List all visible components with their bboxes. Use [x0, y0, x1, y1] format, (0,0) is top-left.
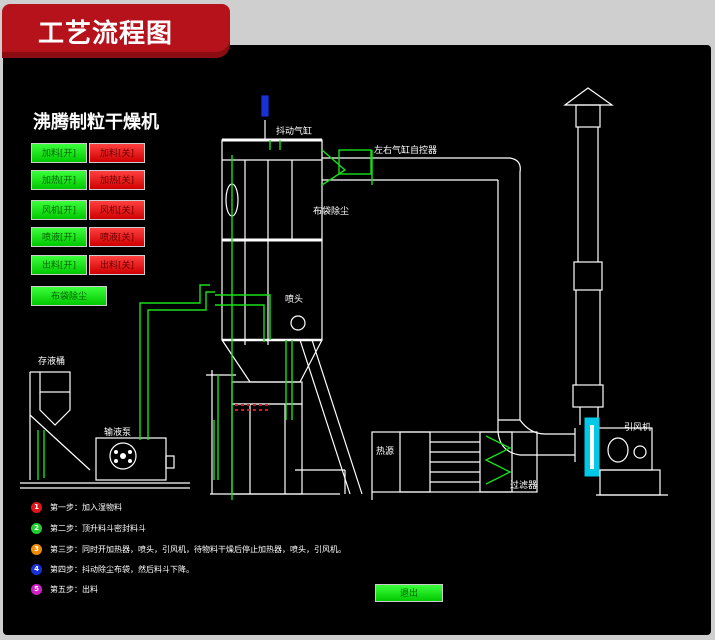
heater-label: 热源	[376, 447, 395, 457]
liquid-tank	[29, 371, 91, 480]
heater	[371, 431, 538, 500]
step-2-number: 2	[31, 523, 42, 534]
step-1: 1 第一步：加入湿物料	[31, 502, 122, 513]
step-5: 5 第五步：出料	[31, 584, 98, 595]
filter-label: 过滤器	[510, 481, 538, 491]
step-3-number: 3	[31, 544, 42, 555]
nozzle-label: 喷头	[285, 295, 304, 305]
lr-cylinder-label: 左右气缸自控器	[374, 146, 438, 156]
step-4: 4 第四步：抖动除尘布袋，然后料斗下降。	[31, 564, 231, 575]
liquid-pump	[20, 437, 190, 489]
step-1-text: 第一步：加入湿物料	[50, 503, 122, 512]
fan-label: 引风机	[624, 423, 652, 433]
machine-title: 沸腾制粒干燥机	[33, 112, 159, 133]
step-3-text: 第三步：同时开加热器，喷头，引风机，待物料干燥后停止加热器，喷头，引风机。	[50, 545, 346, 554]
step-5-text: 第五步：出料	[50, 585, 98, 594]
spray-on-button[interactable]: 喷液[开]	[31, 227, 87, 247]
page-title: 工艺流程图	[38, 19, 174, 49]
fan-off-button[interactable]: 风机[关]	[89, 200, 145, 220]
heat-on-button[interactable]: 加热[开]	[31, 170, 87, 190]
step-3: 3 第三步：同时开加热器，喷头，引风机，待物料干燥后停止加热器，喷头，引风机。	[31, 544, 381, 555]
feed-off-button[interactable]: 加料[关]	[89, 143, 145, 163]
exit-button[interactable]: 退出	[375, 584, 443, 602]
step-4-text: 第四步：抖动除尘布袋，然后料斗下降。	[50, 565, 194, 574]
step-4-number: 4	[31, 564, 42, 575]
title-tab: 工艺流程图	[2, 4, 230, 58]
fan-on-button[interactable]: 风机[开]	[31, 200, 87, 220]
step-2-text: 第二步：顶升料斗密封料斗	[50, 524, 146, 533]
bag-dust-label: 布袋除尘	[313, 207, 350, 217]
discharge-on-button[interactable]: 出料[开]	[31, 255, 87, 275]
step-1-number: 1	[31, 502, 42, 513]
discharge-off-button[interactable]: 出料[关]	[89, 255, 145, 275]
support-legs	[206, 339, 363, 495]
step-2: 2 第二步：顶升料斗密封料斗	[31, 523, 146, 534]
pump-label: 输液泵	[104, 428, 132, 438]
chimney	[563, 87, 614, 425]
feed-on-button[interactable]: 加料[开]	[31, 143, 87, 163]
exhaust-duct	[322, 157, 576, 462]
tank-label: 存液桶	[38, 357, 66, 367]
step-5-number: 5	[31, 584, 42, 595]
shake-cylinder-label: 抖动气缸	[276, 127, 313, 137]
bag-dust-button[interactable]: 布袋除尘	[31, 286, 107, 306]
spray-off-button[interactable]: 喷液[关]	[89, 227, 145, 247]
induced-fan	[595, 427, 668, 496]
heat-off-button[interactable]: 加热[关]	[89, 170, 145, 190]
